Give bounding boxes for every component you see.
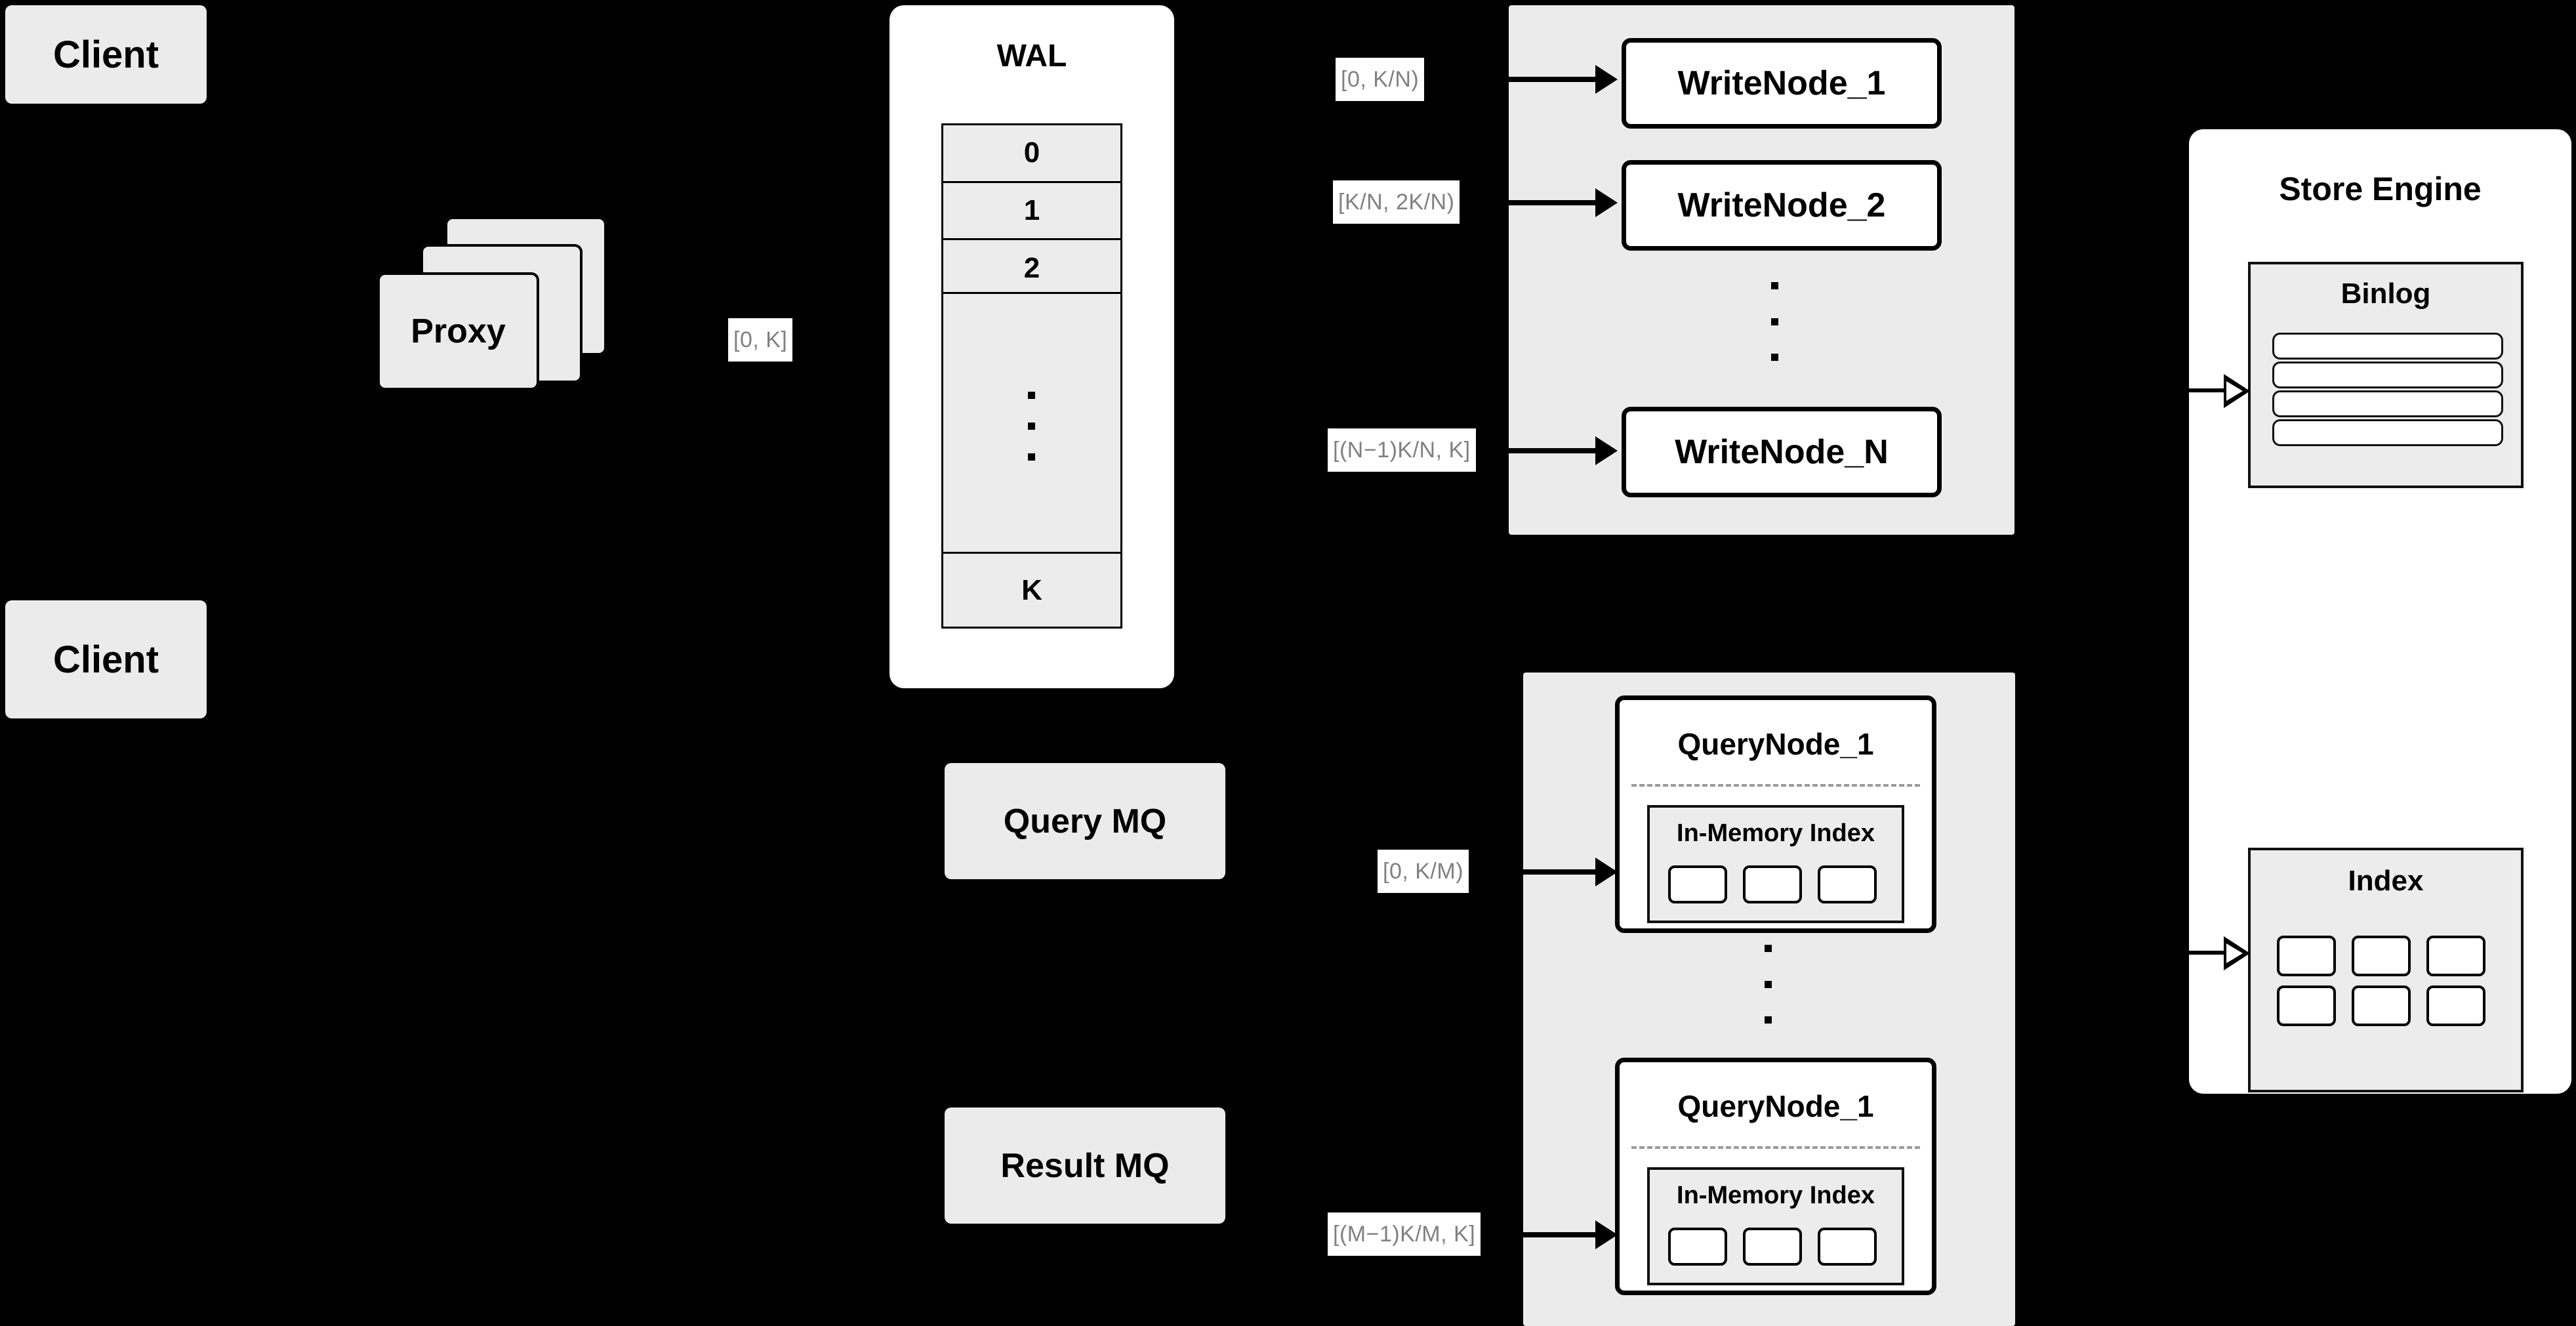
wal-row-0: 0 xyxy=(943,125,1120,183)
wal-row-k: K xyxy=(941,554,1122,629)
query-node-1-arrow-line xyxy=(1509,869,1597,875)
index-chip xyxy=(1743,1228,1802,1266)
client-label-1: Client xyxy=(52,33,159,76)
wal-row-2: 2 xyxy=(1023,251,1040,284)
query-node-1-range-label: [0, K/M) xyxy=(1378,850,1469,893)
query-node-1[interactable]: QueryNode_1 In-Memory Index xyxy=(1615,695,1936,933)
write-node-2-arrow-line xyxy=(1509,200,1597,205)
binlog-box: Binlog xyxy=(2248,262,2524,488)
client-label-2: Client xyxy=(52,638,159,681)
index-chip xyxy=(1668,1228,1727,1266)
query-node-ellipsis-dots xyxy=(1765,945,1772,1024)
query-node-2[interactable]: QueryNode_1 In-Memory Index xyxy=(1615,1058,1936,1295)
index-chip-row-1 xyxy=(2277,936,2485,976)
query-node-1-index-box: In-Memory Index xyxy=(1647,805,1904,923)
index-chip xyxy=(1743,865,1802,903)
query-node-1-chips xyxy=(1668,865,1877,903)
index-chip xyxy=(2277,985,2336,1026)
write-node-2-range-label: [K/N, 2K/N) xyxy=(1333,180,1460,224)
binlog-title: Binlog xyxy=(2341,278,2431,310)
query-node-1-arrow-head xyxy=(1595,858,1618,886)
client-box-2[interactable]: Client xyxy=(5,600,207,718)
write-node-2[interactable]: WriteNode_2 xyxy=(1622,160,1942,251)
query-node-2-arrow-line xyxy=(1509,1232,1597,1237)
index-chip-row-2 xyxy=(2277,985,2485,1026)
write-node-2-arrow-head xyxy=(1595,188,1618,217)
proxy-label: Proxy xyxy=(411,312,506,350)
write-node-ellipsis-dots xyxy=(1771,282,1778,361)
index-chip xyxy=(2352,936,2411,976)
binlog-arrow-head xyxy=(2224,374,2250,408)
index-arrow-line xyxy=(2189,951,2228,955)
binlog-row xyxy=(2272,390,2503,417)
index-chip xyxy=(1818,865,1877,903)
write-node-1-arrow-line xyxy=(1509,77,1597,82)
query-node-2-chips xyxy=(1668,1228,1877,1266)
store-engine-title: Store Engine xyxy=(2279,171,2482,207)
query-node-2-arrow-head xyxy=(1595,1220,1618,1249)
result-mq-box[interactable]: Result MQ xyxy=(945,1108,1225,1224)
binlog-row xyxy=(2272,419,2503,446)
proxy-card-front[interactable]: Proxy xyxy=(377,272,539,390)
query-node-2-separator xyxy=(1631,1146,1920,1149)
write-node-n-arrow-line xyxy=(1509,448,1597,453)
proxy-range-label: [0, K] xyxy=(728,318,793,362)
query-node-2-index-title: In-Memory Index xyxy=(1677,1182,1875,1209)
query-node-1-separator xyxy=(1631,784,1920,787)
query-mq-box[interactable]: Query MQ xyxy=(945,763,1225,879)
query-node-1-title: QueryNode_1 xyxy=(1677,727,1874,761)
binlog-rows xyxy=(2272,333,2503,446)
write-node-n[interactable]: WriteNode_N xyxy=(1622,407,1942,497)
query-node-2-title: QueryNode_1 xyxy=(1677,1089,1874,1123)
index-chip xyxy=(2426,985,2485,1026)
index-chip xyxy=(1818,1228,1877,1266)
proxy-stack[interactable]: Proxy xyxy=(377,217,672,426)
write-node-n-arrow-head xyxy=(1595,436,1618,465)
query-node-2-range-label: [(M−1)K/M, K] xyxy=(1328,1212,1481,1256)
index-box: Index xyxy=(2248,848,2524,1092)
query-node-2-index-box: In-Memory Index xyxy=(1647,1167,1904,1285)
index-chip xyxy=(2352,985,2411,1026)
wal-title: WAL xyxy=(996,39,1067,73)
index-arrow-head xyxy=(2224,936,2250,970)
binlog-arrow-line xyxy=(2189,388,2228,392)
index-title: Index xyxy=(2348,865,2424,897)
write-node-1[interactable]: WriteNode_1 xyxy=(1622,38,1942,129)
index-chip xyxy=(2277,936,2336,976)
binlog-row xyxy=(2272,333,2503,360)
index-chip xyxy=(1668,865,1727,903)
wal-ellipsis-dots xyxy=(1028,392,1035,461)
query-node-1-index-title: In-Memory Index xyxy=(1677,819,1875,847)
client-box-1[interactable]: Client xyxy=(5,5,207,104)
write-node-1-range-label: [0, K/N) xyxy=(1336,58,1425,101)
wal-table: 0 1 2 xyxy=(941,123,1122,294)
write-node-n-range-label: [(N−1)K/N, K] xyxy=(1328,428,1476,472)
write-node-1-arrow-head xyxy=(1595,65,1618,94)
index-chip xyxy=(2426,936,2485,976)
wal-row-1: 1 xyxy=(943,183,1120,241)
wal-row-last: K xyxy=(1021,573,1042,606)
binlog-row xyxy=(2272,362,2503,388)
